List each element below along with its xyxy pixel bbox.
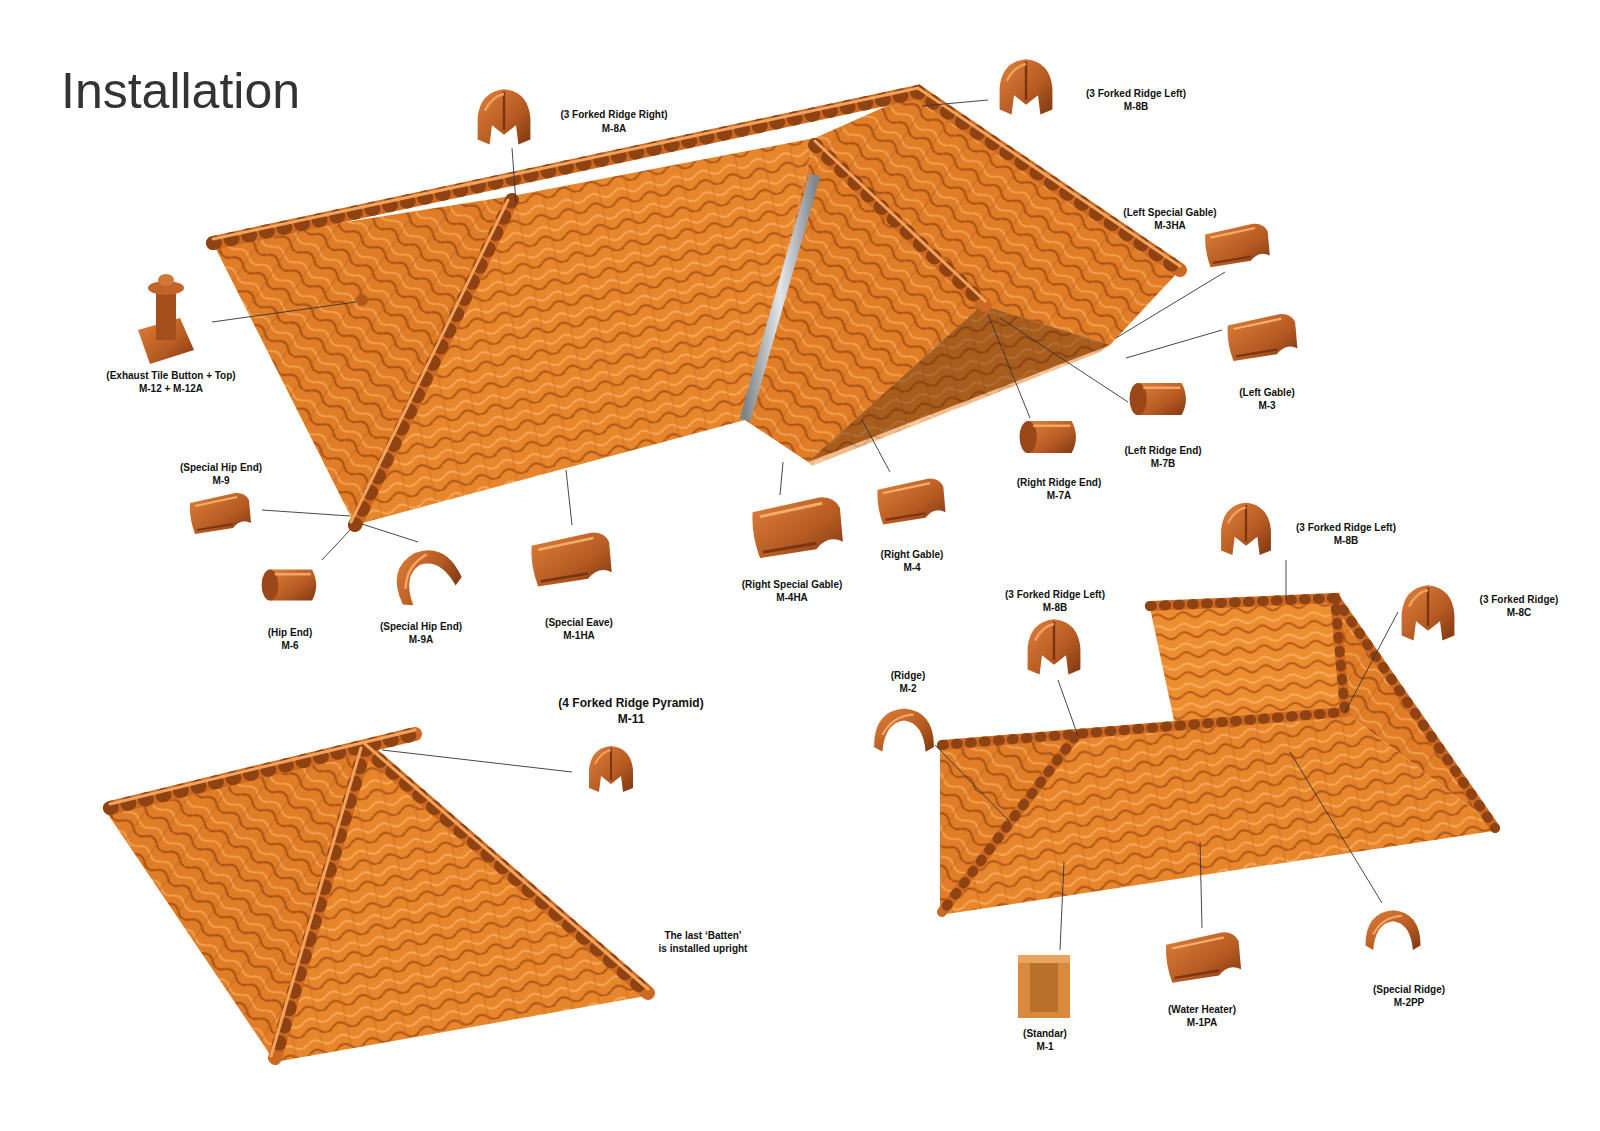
- tile-icon: [1028, 619, 1081, 674]
- gable-edge: [808, 305, 1110, 466]
- tile-icon: [138, 274, 194, 364]
- roof-face: [275, 748, 652, 1062]
- part-code: M-8A: [602, 123, 626, 134]
- part-code: M-3HA: [1154, 220, 1186, 231]
- tile-icon: [1366, 910, 1421, 950]
- tile-icon: [1130, 383, 1186, 415]
- part-name: (Standar): [1023, 1028, 1067, 1039]
- part-name: (Left Gable): [1239, 387, 1295, 398]
- part-code: M-4HA: [776, 592, 808, 603]
- tile-icon: [1000, 59, 1053, 114]
- roof-face: [1150, 598, 1345, 725]
- part-name: (Right Gable): [881, 549, 944, 560]
- part-code: M-11: [618, 713, 645, 726]
- note-text: is installed upright: [659, 943, 748, 954]
- part-name: (Hip End): [268, 627, 312, 638]
- ridge-lines: [942, 598, 1495, 912]
- part-code: M-8C: [1507, 607, 1531, 618]
- tile-icon: [262, 569, 317, 600]
- part-name: (4 Forked Ridge Pyramid): [558, 697, 703, 710]
- tile-icon: [1166, 932, 1241, 983]
- tile-icon: [589, 746, 633, 792]
- part-code: M-6: [281, 640, 298, 651]
- tile-icon: [874, 709, 934, 752]
- part-name: (Special Hip End): [380, 621, 462, 632]
- part-code: M-1: [1036, 1041, 1053, 1052]
- exhaust-button: [356, 294, 368, 306]
- main-roof: [213, 88, 1180, 525]
- part-code: M-9A: [409, 634, 433, 645]
- part-name: (3 Forked Ridge Right): [560, 109, 667, 120]
- part-code: M-7A: [1047, 490, 1071, 501]
- tile-icon: [385, 539, 464, 609]
- ridge-lines: [213, 88, 1180, 525]
- note-text: The last ‘Batten’: [664, 930, 741, 941]
- part-name: (Special Eave): [545, 617, 613, 628]
- tile-icon: [1228, 314, 1298, 361]
- tile-icon: [190, 493, 251, 534]
- part-name: (Ridge): [891, 670, 925, 681]
- part-name: (Exhaust Tile Button + Top): [106, 370, 235, 381]
- part-name: (3 Forked Ridge Left): [1086, 88, 1186, 99]
- part-name: (Special Hip End): [180, 462, 262, 473]
- part-code: M-8B: [1124, 101, 1148, 112]
- part-code: M-3: [1258, 400, 1275, 411]
- part-name: (3 Forked Ridge): [1480, 594, 1559, 605]
- part-name: (Right Special Gable): [742, 579, 843, 590]
- part-code: M-8B: [1334, 535, 1358, 546]
- ridge-lines: [110, 730, 648, 1058]
- part-name: (Right Ridge End): [1017, 477, 1101, 488]
- tile-icon: [752, 497, 842, 558]
- page-title: Installation: [61, 66, 300, 116]
- part-code: M-1HA: [563, 630, 595, 641]
- part-code: M-12 + M-12A: [139, 383, 203, 394]
- part-name: (Left Ridge End): [1124, 445, 1201, 456]
- pyramid-roof: [105, 730, 652, 1062]
- part-code: M-1PA: [1187, 1017, 1217, 1028]
- part-icons: [138, 59, 1454, 1018]
- part-name: (3 Forked Ridge Left): [1005, 589, 1105, 600]
- tile-icon: [1221, 503, 1271, 555]
- leader-lines: [212, 100, 1398, 950]
- valley-pipe: [745, 175, 815, 420]
- l-roof: [940, 598, 1500, 915]
- part-code: M-8B: [1043, 602, 1067, 613]
- tile-icon: [531, 533, 611, 587]
- tile-icon: [1205, 224, 1270, 267]
- tile-icon: [1018, 955, 1070, 1018]
- part-name: (Water Heater): [1168, 1004, 1236, 1015]
- part-code: M-7B: [1151, 458, 1175, 469]
- tile-icon: [478, 89, 531, 144]
- part-name: (Special Ridge): [1373, 984, 1445, 995]
- part-code: M-2PP: [1394, 997, 1425, 1008]
- part-name: (Left Special Gable): [1123, 207, 1216, 218]
- part-code: M-9: [212, 475, 229, 486]
- tile-icon: [1020, 421, 1076, 453]
- part-code: M-4: [903, 562, 920, 573]
- tile-icon: [877, 479, 945, 525]
- tile-icon: [1402, 585, 1455, 640]
- part-name: (3 Forked Ridge Left): [1296, 522, 1396, 533]
- part-code: M-2: [899, 683, 916, 694]
